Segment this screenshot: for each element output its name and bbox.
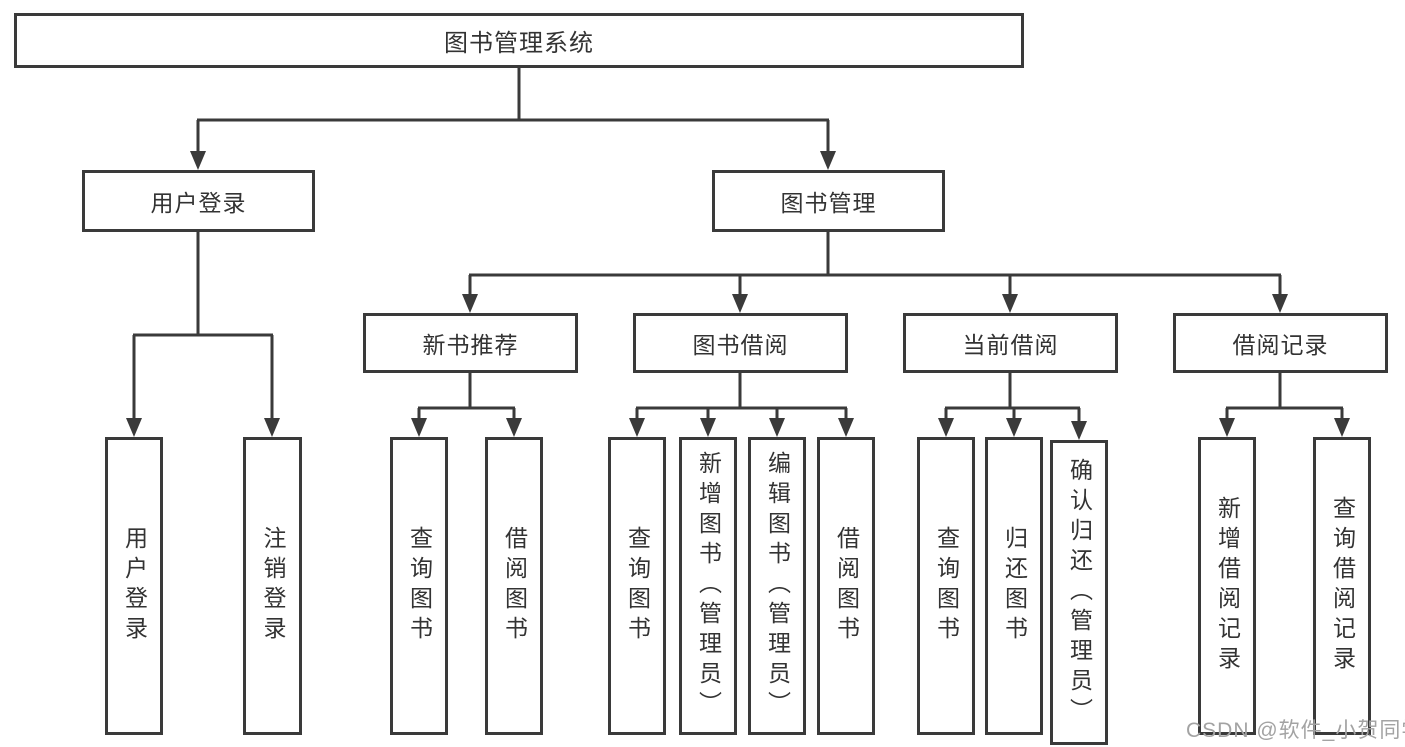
node-new-book-recommend: 新书推荐 xyxy=(363,313,578,373)
node-borrow-records-label: 借阅记录 xyxy=(1232,332,1329,358)
leaf-return-book-label: 归还图书 xyxy=(1001,526,1028,646)
arrowhead xyxy=(938,418,954,437)
leaf-current-query-books-label: 查询图书 xyxy=(933,526,960,646)
connector-borrow-to-leaves xyxy=(635,373,848,420)
node-book-borrow-label: 图书借阅 xyxy=(692,332,789,358)
node-book-borrow: 图书借阅 xyxy=(633,313,848,373)
arrowhead xyxy=(820,151,836,170)
arrowhead xyxy=(732,294,748,313)
node-current-borrow: 当前借阅 xyxy=(903,313,1118,373)
node-root-label: 图书管理系统 xyxy=(444,30,594,57)
leaf-add-book-admin: 新增图书（管理员） xyxy=(679,437,737,735)
arrowhead xyxy=(126,418,142,437)
arrowhead xyxy=(1071,421,1087,440)
leaf-recommend-query-books-label: 查询图书 xyxy=(406,526,433,646)
connector-records-to-leaves xyxy=(1225,373,1344,420)
connector-newbooks-to-leaves xyxy=(417,373,516,420)
arrowheads xyxy=(126,151,1350,440)
arrowhead xyxy=(838,418,854,437)
leaf-confirm-return-admin-label: 确认归还（管理员） xyxy=(1066,457,1093,728)
node-user-login: 用户登录 xyxy=(82,170,315,232)
node-root-system: 图书管理系统 xyxy=(14,13,1024,68)
leaf-borrow-book-label: 借阅图书 xyxy=(833,526,860,646)
leaf-recommend-borrow-books-label: 借阅图书 xyxy=(501,526,528,646)
arrowhead xyxy=(700,418,716,437)
leaf-borrow-query-books-label: 查询图书 xyxy=(624,526,651,646)
node-book-management: 图书管理 xyxy=(712,170,945,232)
connector-bookmgmt-to-groups xyxy=(468,232,1282,296)
leaf-recommend-query-books: 查询图书 xyxy=(390,437,448,735)
leaf-query-borrow-record-label: 查询借阅记录 xyxy=(1329,496,1356,676)
node-borrow-records: 借阅记录 xyxy=(1173,313,1388,373)
leaf-recommend-borrow-books: 借阅图书 xyxy=(485,437,543,735)
connector-userlogin-to-leaves xyxy=(132,232,274,420)
connector-root-to-level2 xyxy=(196,68,830,153)
leaf-query-borrow-record: 查询借阅记录 xyxy=(1313,437,1371,735)
arrowhead xyxy=(1002,294,1018,313)
arrowhead xyxy=(1272,294,1288,313)
connector-current-to-leaves xyxy=(944,373,1081,423)
arrowhead xyxy=(769,418,785,437)
leaf-current-query-books: 查询图书 xyxy=(917,437,975,735)
arrowhead xyxy=(1219,418,1235,437)
node-new-book-recommend-label: 新书推荐 xyxy=(422,332,519,358)
arrowhead xyxy=(462,294,478,313)
leaf-borrow-query-books: 查询图书 xyxy=(608,437,666,735)
node-book-management-label: 图书管理 xyxy=(780,190,877,216)
leaf-user-login: 用户登录 xyxy=(105,437,163,735)
node-current-borrow-label: 当前借阅 xyxy=(962,332,1059,358)
arrowhead xyxy=(1334,418,1350,437)
csdn-watermark: CSDN @软件_小贺同学 xyxy=(1186,719,1405,742)
leaf-edit-book-admin-label: 编辑图书（管理员） xyxy=(764,451,791,721)
leaf-edit-book-admin: 编辑图书（管理员） xyxy=(748,437,806,735)
arrowhead xyxy=(411,418,427,437)
leaf-user-login-label: 用户登录 xyxy=(121,526,148,646)
leaf-add-book-admin-label: 新增图书（管理员） xyxy=(695,451,722,721)
arrowhead xyxy=(629,418,645,437)
node-user-login-label: 用户登录 xyxy=(150,190,247,216)
arrowhead xyxy=(264,418,280,437)
leaf-confirm-return-admin: 确认归还（管理员） xyxy=(1050,440,1108,745)
leaf-borrow-book: 借阅图书 xyxy=(817,437,875,735)
leaf-add-borrow-record-label: 新增借阅记录 xyxy=(1214,496,1241,676)
leaf-logout-label: 注销登录 xyxy=(260,526,286,646)
leaf-return-book: 归还图书 xyxy=(985,437,1043,735)
arrowhead xyxy=(506,418,522,437)
arrowhead xyxy=(190,151,206,170)
arrowhead xyxy=(1006,418,1022,437)
leaf-logout: 注销登录 xyxy=(243,437,302,735)
leaf-add-borrow-record: 新增借阅记录 xyxy=(1198,437,1256,735)
